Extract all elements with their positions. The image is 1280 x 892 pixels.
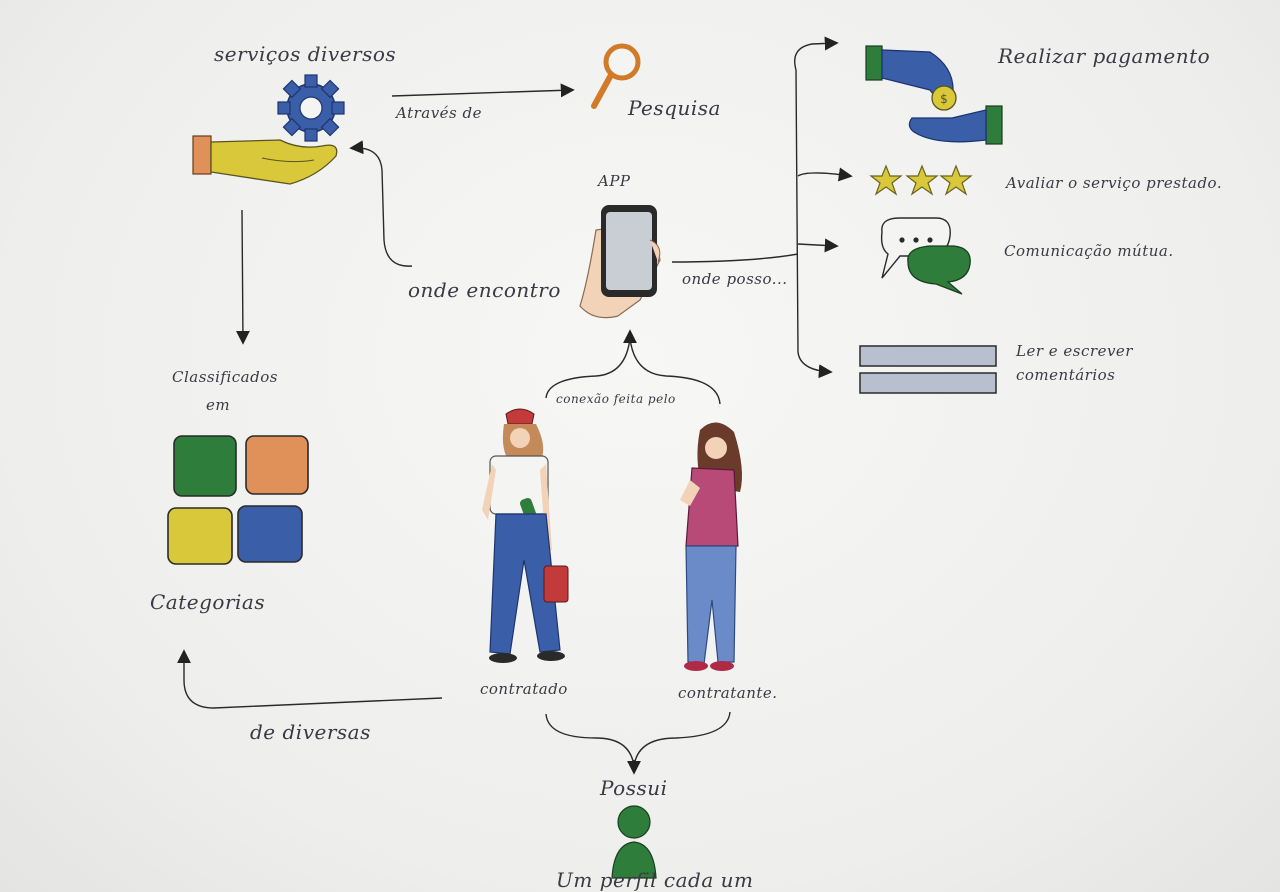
label-contratante: contratante. [678, 684, 778, 702]
arrow-to-servicos [349, 140, 413, 267]
label-classificados: Classificados [172, 368, 278, 386]
contratado-figure [482, 408, 569, 663]
possui-brace [545, 711, 731, 767]
label-possui: Possui [600, 776, 668, 800]
coin-icon: $ [931, 85, 957, 111]
label-comunicacao-mutua: Comunicação mútua. [1004, 242, 1174, 260]
category-tiles-icon [167, 435, 309, 565]
label-em: em [206, 396, 231, 414]
phone-in-hand-icon [579, 205, 661, 319]
arrow-to-classificados [235, 209, 250, 345]
label-contratado: contratado [480, 680, 568, 698]
gear-icon [277, 74, 345, 142]
branch-trunk [794, 36, 839, 71]
label-ler-escrever: Ler e escrever [1016, 342, 1133, 360]
connectors [177, 36, 853, 775]
contratante-figure [680, 422, 742, 671]
user-profile-icon [611, 805, 657, 879]
magnifier-icon [591, 43, 641, 109]
label-atraves-de: Através de [396, 104, 483, 122]
label-avaliar-servico: Avaliar o serviço prestado. [1006, 174, 1223, 192]
svg-text:$: $ [940, 92, 948, 106]
label-comentarios: comentários [1016, 366, 1116, 384]
payment-hands-icon [865, 45, 1003, 145]
arrow-to-categorias [177, 649, 443, 709]
label-servicos-diversos: serviços diversos [214, 42, 397, 66]
branch-to-stars [797, 167, 853, 182]
label-categorias: Categorias [150, 590, 266, 614]
label-pesquisa: Pesquisa [628, 96, 721, 120]
label-de-diversas: de diversas [250, 720, 371, 744]
branch-to-chat [797, 238, 839, 253]
arrow-to-pesquisa [391, 83, 575, 98]
onde-posso-branch [671, 253, 799, 263]
label-onde-posso: onde posso... [682, 270, 788, 288]
star-icon [869, 164, 973, 196]
label-conexao: conexão feita pelo [556, 392, 676, 406]
label-realizar-pagamento: Realizar pagamento [998, 44, 1211, 68]
label-um-perfil: Um perfil cada um [556, 868, 754, 892]
label-app: APP [598, 172, 631, 190]
helping-hand-icon [192, 135, 338, 185]
comment-lines-icon [859, 345, 997, 394]
chat-bubbles-icon [880, 217, 971, 295]
label-onde-encontro: onde encontro [408, 278, 561, 302]
